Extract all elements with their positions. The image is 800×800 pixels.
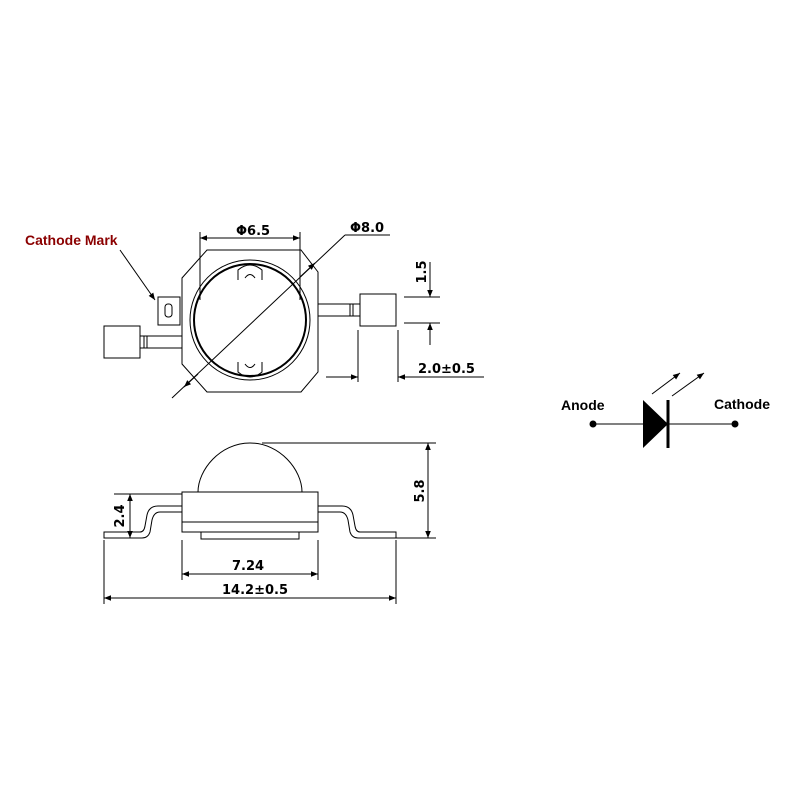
cathode-mark-slot xyxy=(164,303,173,318)
side-left-lead xyxy=(103,505,182,539)
dia80-arrow-lower xyxy=(183,373,199,388)
dia80-arrow-upper xyxy=(299,262,316,278)
top-view-body-outline xyxy=(181,249,319,393)
side-view-dome xyxy=(197,442,303,493)
dim24-label: 2.4 xyxy=(113,504,128,527)
side-view-body xyxy=(181,491,319,533)
right-lead xyxy=(318,293,397,327)
top-tab-inner xyxy=(244,274,256,279)
cathode-label: Cathode xyxy=(714,396,770,412)
left-lead xyxy=(103,325,182,359)
top-view-outer-ring xyxy=(189,259,311,381)
dia65-label: Φ6.5 xyxy=(236,224,270,239)
diode-triangle-icon xyxy=(643,400,668,448)
dia80-label: Φ8.0 xyxy=(350,221,384,236)
dim142-label: 14.2±0.5 xyxy=(222,583,288,598)
light-arrow-1-icon xyxy=(651,372,681,395)
top-view-lens xyxy=(193,263,307,377)
dim20-label: 2.0±0.5 xyxy=(418,362,475,377)
dim724-label: 7.24 xyxy=(232,559,264,574)
top-view: Cathode Mark Φ6.5 Φ8.0 1.5 2.0±0.5 xyxy=(25,221,484,399)
cathode-mark-leader xyxy=(119,249,156,301)
top-tab xyxy=(237,264,263,280)
side-view: 2.4 5.8 7.24 14.2±0.5 xyxy=(103,442,436,604)
right-lead-pad xyxy=(359,293,397,327)
anode-label: Anode xyxy=(561,397,605,413)
cathode-mark-label: Cathode Mark xyxy=(25,232,118,248)
dim58-label: 5.8 xyxy=(413,479,428,502)
left-lead-pad xyxy=(103,325,141,359)
dia80-leader xyxy=(171,234,346,399)
cathode-mark-box xyxy=(157,296,181,326)
side-right-lead xyxy=(318,505,397,539)
side-view-heatsink xyxy=(200,531,300,540)
dim15-label: 1.5 xyxy=(415,260,430,283)
led-schematic-symbol: Anode Cathode xyxy=(561,372,770,448)
bottom-tab xyxy=(237,362,263,378)
light-arrow-2-icon xyxy=(671,372,705,397)
bottom-tab-inner xyxy=(244,363,256,368)
